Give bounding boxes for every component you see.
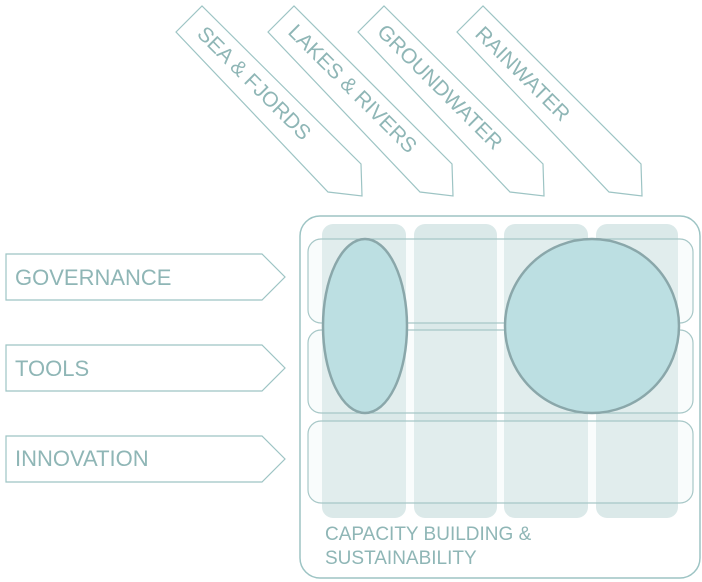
highlight-circle-right: [503, 237, 681, 415]
frame-caption-line2: SUSTAINABILITY: [325, 548, 477, 569]
side-arrow-innovation-label: INNOVATION: [15, 446, 149, 471]
side-arrow-governance: GOVERNANCE: [5, 253, 286, 301]
row-innovation: [307, 420, 694, 504]
column-lakes-rivers: [414, 224, 497, 518]
top-arrow-rainwater: RAINWATER: [456, 5, 643, 197]
side-arrow-tools-label: TOOLS: [15, 356, 89, 381]
side-arrow-tools: TOOLS: [5, 344, 286, 392]
highlight-ellipse-left: [321, 237, 409, 415]
side-arrow-governance-label: GOVERNANCE: [15, 265, 171, 290]
side-arrow-innovation: INNOVATION: [5, 435, 286, 483]
frame-caption-line1: CAPACITY BUILDING &: [325, 524, 532, 545]
